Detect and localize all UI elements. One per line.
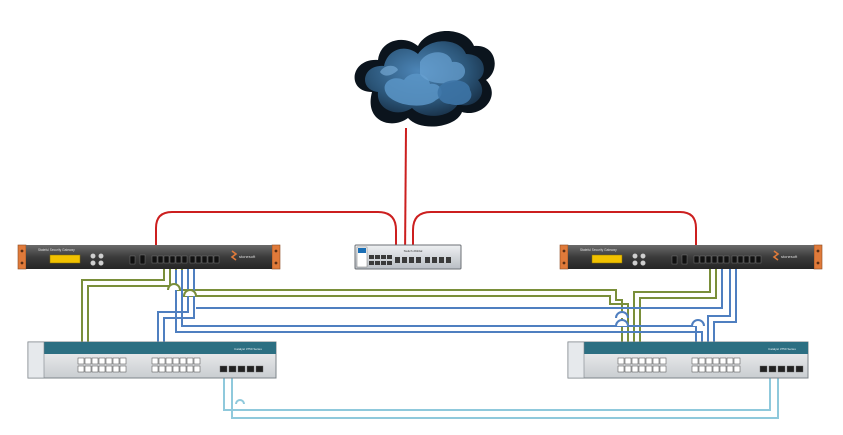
stonesoft-logo-icon: [230, 250, 238, 261]
firewall-left[interactable]: Stateful Security Gateway stonesoft: [17, 244, 281, 270]
firewall-right-ports: [671, 254, 762, 265]
fw-left-to-sw-left-green-a: [81, 268, 165, 360]
core-switch[interactable]: Switch 2910al: [354, 244, 462, 270]
switch-stack-link-b: [231, 374, 779, 419]
fw-right-to-sw-right-blue-a: [707, 268, 731, 360]
firewall-left-lcd: [49, 254, 81, 264]
firewall-right-lcd: [591, 254, 623, 264]
cloud-icon: [354, 31, 495, 127]
firewall-left-ports: [129, 254, 220, 265]
firewall-left-label: Stateful Security Gateway: [38, 248, 75, 252]
stack-links: [223, 374, 779, 419]
fw-right-to-sw-right-blue-b: [713, 268, 737, 360]
firewall-right-buttons: [632, 253, 646, 266]
access-switch-right-label: Catalyst 3750 Series: [768, 347, 796, 351]
core-switch-label: Switch 2910al: [404, 249, 423, 253]
firewall-left-brand: stonesoft: [239, 254, 256, 259]
fw-right-to-sw-left-blue-a: [196, 268, 723, 309]
fw-left-to-sw-left-green-b: [87, 268, 171, 360]
cloud-to-core-link: [404, 127, 407, 259]
access-switch-right-ports: [617, 357, 741, 373]
firewall-right-brand: stonesoft: [781, 254, 798, 259]
fw-right-to-sw-right-green-b: [639, 268, 717, 360]
access-switch-right[interactable]: Catalyst 3750 Series: [567, 341, 809, 379]
core-to-firewall-right-link: [412, 211, 697, 258]
access-switch-left-sfp: [219, 365, 264, 373]
internet-cloud: [354, 31, 495, 127]
access-switch-left-label: Catalyst 3750 Series: [234, 347, 262, 351]
core-switch-ports: [369, 255, 451, 265]
firewall-left-buttons: [90, 253, 104, 266]
access-switch-left-ports: [77, 357, 201, 373]
core-to-firewall-left-link: [155, 211, 397, 258]
firewall-right[interactable]: Stateful Security Gateway stonesoft: [559, 244, 823, 270]
line-crossing-hops: [167, 283, 705, 327]
access-switch-right-sfp: [759, 365, 804, 373]
access-switch-left[interactable]: Catalyst 3750 Series: [27, 341, 277, 379]
switch-stack-link-a: [223, 374, 771, 411]
wan-links: [155, 127, 697, 259]
firewall-right-label: Stateful Security Gateway: [580, 248, 617, 252]
stonesoft-logo-icon: [772, 250, 780, 261]
core-switch-logo: [358, 248, 366, 253]
